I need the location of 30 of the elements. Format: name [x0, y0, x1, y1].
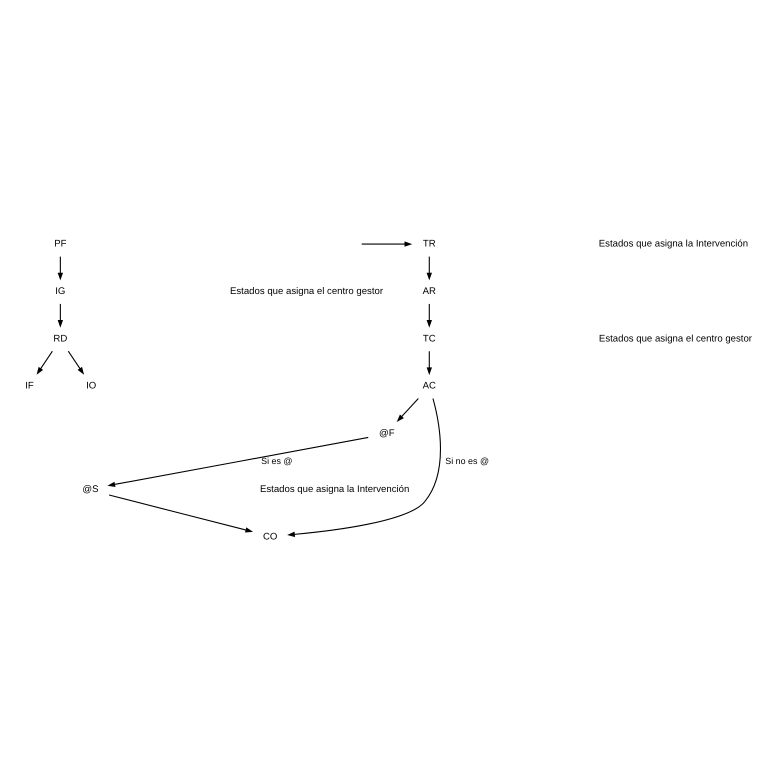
- label: Estados que asigna el centro gestor: [230, 286, 384, 297]
- arrow: [36, 350, 53, 375]
- node-text: IG: [55, 286, 66, 297]
- label: Estados que asigna el centro gestor: [598, 333, 752, 344]
- node-text: AR: [422, 286, 436, 297]
- node-text: @S: [82, 484, 99, 496]
- label: Estados que asigna la Intervención: [260, 484, 410, 496]
- arrow: [362, 241, 412, 247]
- label: Estados que asigna la Intervención: [598, 238, 748, 250]
- arrow: [107, 436, 368, 488]
- node-text: RD: [53, 333, 68, 344]
- arrow: [108, 494, 254, 533]
- arrow: [426, 351, 432, 376]
- edge-label: Si es @: [261, 456, 292, 466]
- node-text: TR: [422, 238, 436, 250]
- node-text: TC: [422, 333, 436, 344]
- arrow: [58, 304, 64, 328]
- node-text: IO: [86, 380, 96, 392]
- node-text: IF: [25, 380, 34, 392]
- arrow: [426, 304, 432, 328]
- arrow: [396, 398, 419, 422]
- edge-label: Si no es @: [445, 456, 489, 466]
- arrow: [58, 256, 64, 280]
- arrow: [426, 256, 432, 280]
- node-text: AC: [422, 380, 436, 392]
- node-text: @F: [378, 428, 395, 439]
- node-text: PF: [54, 238, 66, 250]
- arrow: [68, 350, 84, 375]
- arrow: [287, 398, 441, 538]
- node-text: CO: [262, 531, 278, 542]
